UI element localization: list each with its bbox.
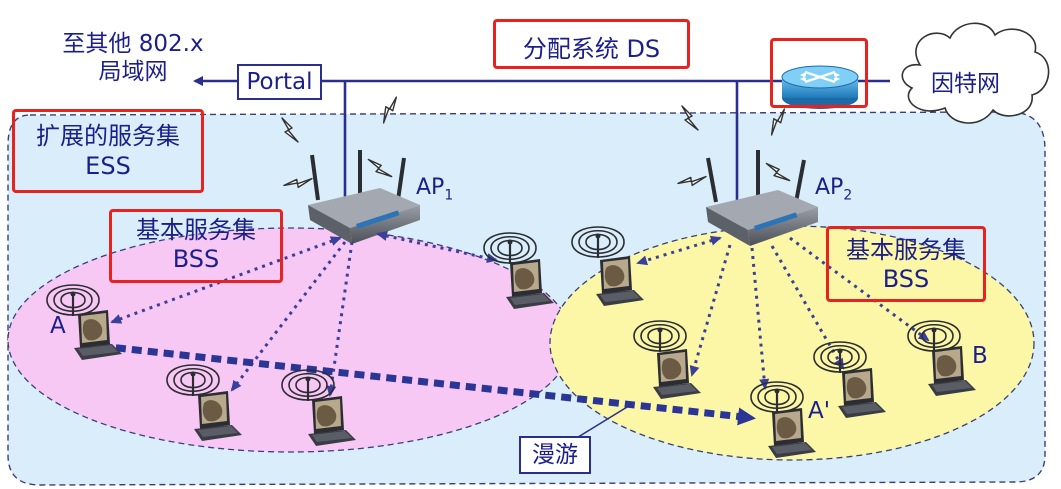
station-a-prime-label: A' bbox=[808, 398, 830, 424]
other-lan-label-line1: 至其他 802.x bbox=[38, 30, 228, 58]
bss1-label: 基本服务集 BSS bbox=[109, 216, 283, 274]
ess-label-line2: ESS bbox=[12, 151, 204, 181]
station-a-label: A bbox=[50, 313, 66, 339]
other-lan-label-line2: 局域网 bbox=[38, 58, 228, 86]
router-highlight-box bbox=[770, 38, 868, 108]
ess-label: 扩展的服务集 ESS bbox=[12, 121, 204, 181]
ap2-label: AP2 bbox=[815, 175, 852, 203]
station-b-label: B bbox=[972, 343, 988, 369]
distribution-system-label: 分配系统 DS bbox=[493, 29, 690, 64]
bss1-label-line1: 基本服务集 bbox=[109, 216, 283, 245]
bss2-label-line1: 基本服务集 bbox=[818, 236, 994, 265]
ap2-label-subscript: 2 bbox=[843, 187, 852, 203]
roaming-label: 漫游 bbox=[532, 442, 578, 468]
bss2-label-line2: BSS bbox=[818, 265, 994, 294]
other-lan-label: 至其他 802.x 局域网 bbox=[38, 30, 228, 86]
internet-label: 因特网 bbox=[931, 64, 1000, 98]
bss2-label: 基本服务集 BSS bbox=[818, 236, 994, 294]
ap1-label: AP1 bbox=[416, 175, 453, 203]
ap1-label-subscript: 1 bbox=[444, 187, 453, 203]
ap1-label-text: AP bbox=[416, 175, 444, 200]
ess-label-line1: 扩展的服务集 bbox=[12, 121, 204, 151]
ap2-label-text: AP bbox=[815, 175, 843, 200]
portal-box: Portal bbox=[237, 64, 322, 100]
bss1-label-line2: BSS bbox=[109, 245, 283, 274]
roaming-label-box: 漫游 bbox=[519, 436, 591, 474]
portal-label: Portal bbox=[246, 69, 312, 95]
